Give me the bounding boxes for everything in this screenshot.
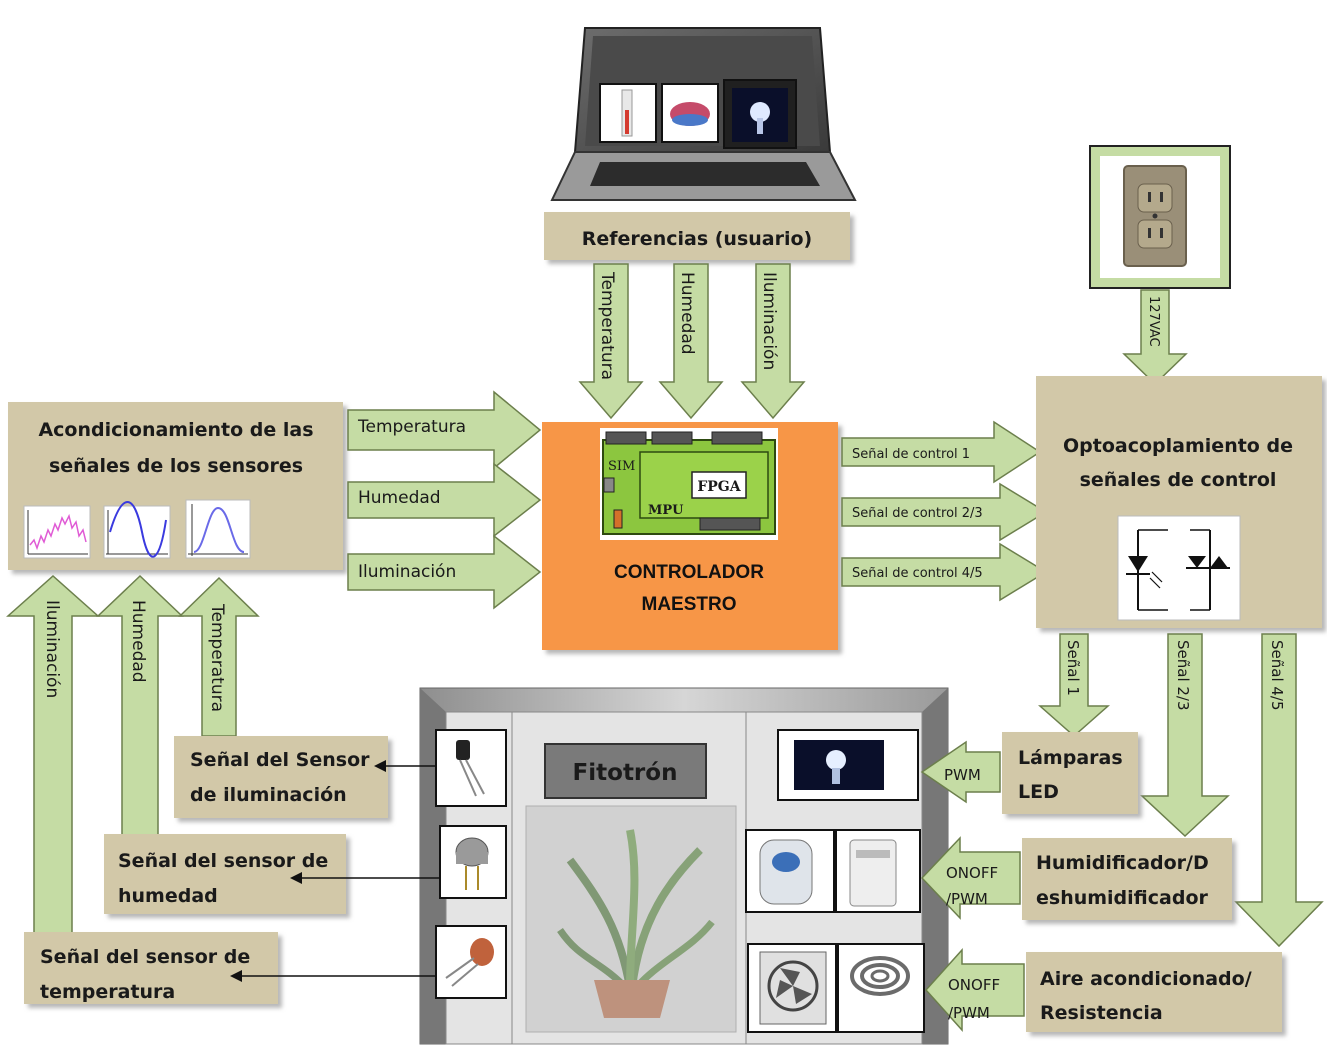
svg-text:Señal del sensor de: Señal del sensor de: [40, 946, 250, 968]
svg-text:Señal del Sensor: Señal del Sensor: [190, 749, 370, 771]
controller-title-line1: CONTROLADOR: [614, 562, 764, 583]
svg-text:Señal 4/5: Señal 4/5: [1268, 640, 1286, 711]
plant-icon: [557, 829, 715, 1018]
svg-text:/PWM: /PWM: [948, 1004, 990, 1022]
fpga-board-icon: SIM FPGA MPU: [602, 431, 776, 535]
fpga-label: FPGA: [697, 479, 741, 495]
output-arrow-4-5: Señal 4/5: [1234, 633, 1324, 948]
svg-text:Señal 1: Señal 1: [1064, 640, 1082, 696]
waveform-sine-icon: [103, 501, 171, 559]
reference-arrow-label: Iluminación: [759, 272, 779, 370]
power-outlet-box: [1089, 145, 1231, 289]
controller-title-line2: MAESTRO: [642, 594, 737, 615]
sensor-arrow-temperature: Temperatura: [347, 390, 542, 470]
svg-text:temperatura: temperatura: [40, 981, 175, 1003]
svg-text:PWM: PWM: [944, 766, 981, 784]
svg-text:Humedad: Humedad: [128, 600, 148, 683]
svg-text:Señal de control 2/3: Señal de control 2/3: [852, 506, 983, 521]
chamber-label: Fitotrón: [573, 760, 678, 786]
sensor-box-humidity: Señal del sensor de humedad: [104, 834, 346, 914]
optocoupler-box: Optoacoplamiento de señales de control: [1036, 376, 1322, 628]
optocoupler-icon: [1117, 515, 1241, 621]
control-arrow-2-3: Señal de control 2/3: [841, 482, 1048, 542]
sensor-box-temperature: Señal del sensor de temperatura: [24, 932, 278, 1004]
sim-label: SIM: [608, 459, 635, 474]
reference-arrow-label: Humedad: [677, 272, 697, 355]
svg-text:Señal del sensor de: Señal del sensor de: [118, 850, 328, 872]
dehumidifier-image: [835, 829, 921, 913]
svg-text:Temperatura: Temperatura: [357, 417, 466, 437]
svg-text:Señal 2/3: Señal 2/3: [1174, 640, 1192, 711]
conditioning-box: Acondicionamiento de las señales de los …: [8, 402, 343, 570]
svg-text:ONOFF: ONOFF: [946, 864, 998, 882]
laptop-icon: [550, 27, 857, 201]
reference-arrow-humidity: Humedad: [658, 263, 724, 420]
control-arrow-4-5: Señal de control 4/5: [841, 542, 1048, 602]
feedback-arrow-humidity: Humedad: [96, 574, 184, 839]
waveform-sine-icon: [185, 499, 251, 559]
output-arrow-1: Señal 1: [1038, 633, 1110, 738]
control-arrow-1: Señal de control 1: [841, 420, 1042, 484]
feedback-arrow-temperature: Temperatura: [178, 576, 260, 737]
svg-text:LED: LED: [1018, 781, 1059, 803]
sensor-line-humidity: [290, 872, 440, 884]
svg-text:Aire acondicionado/: Aire acondicionado/: [1040, 968, 1252, 990]
fan-image: [747, 943, 837, 1033]
svg-text:Optoacoplamiento de: Optoacoplamiento de: [1063, 435, 1293, 457]
pwm-arrow-humidifier: ONOFF /PWM: [920, 836, 1021, 920]
feedback-arrow-illumination: Iluminación: [6, 574, 100, 939]
svg-text:humedad: humedad: [118, 885, 218, 907]
actuator-box-humidifier: Humidificador/D eshumidificador: [1022, 838, 1232, 920]
svg-text:señales de los sensores: señales de los sensores: [49, 455, 303, 477]
reference-arrow-temperature: Temperatura: [578, 263, 644, 420]
actuator-box-aircon: Aire acondicionado/ Resistencia: [1026, 952, 1282, 1032]
humidity-sensor-image: [439, 825, 507, 899]
outlet-icon: [1123, 165, 1187, 267]
sensor-line-illumination: [374, 760, 436, 772]
heater-coil-image: [837, 943, 925, 1033]
svg-text:eshumidificador: eshumidificador: [1036, 887, 1208, 909]
svg-text:ONOFF: ONOFF: [948, 976, 1000, 994]
svg-text:Lámparas: Lámparas: [1018, 747, 1123, 769]
sensor-arrow-illumination: Iluminación: [347, 534, 542, 610]
svg-text:/PWM: /PWM: [946, 890, 988, 908]
svg-text:Señal de control 4/5: Señal de control 4/5: [852, 566, 983, 581]
sensor-line-temperature: [230, 970, 436, 982]
supply-arrow-127vac: 127VAC: [1122, 289, 1188, 386]
svg-text:Acondicionamiento de las: Acondicionamiento de las: [38, 419, 313, 441]
pwm-arrow-aircon: ONOFF /PWM: [924, 948, 1025, 1032]
reference-arrow-illumination: Iluminación: [740, 263, 806, 420]
svg-text:Temperatura: Temperatura: [207, 603, 227, 712]
waveform-noisy-icon: [23, 505, 91, 559]
sensor-box-illumination: Señal del Sensor de iluminación: [174, 736, 388, 818]
references-box: Referencias (usuario): [544, 212, 850, 260]
svg-text:Señal de control 1: Señal de control 1: [852, 447, 970, 462]
light-sensor-image: [435, 729, 507, 807]
svg-text:señales de control: señales de control: [1080, 469, 1277, 491]
pwm-arrow-led: PWM: [920, 740, 1001, 804]
svg-text:Humedad: Humedad: [358, 488, 441, 508]
references-label: Referencias (usuario): [582, 228, 812, 250]
sensor-arrow-humidity: Humedad: [347, 462, 542, 538]
actuator-box-led: Lámparas LED: [1002, 732, 1138, 814]
svg-text:Humidificador/D: Humidificador/D: [1036, 852, 1209, 874]
output-arrow-2-3: Señal 2/3: [1140, 633, 1230, 838]
humidifier-image: [745, 829, 835, 913]
svg-text:Resistencia: Resistencia: [1040, 1002, 1163, 1024]
fitotron-cabinet: Fitotrón: [419, 687, 949, 1045]
svg-text:Iluminación: Iluminación: [358, 562, 456, 582]
reference-arrow-label: Temperatura: [597, 271, 617, 380]
supply-label: 127VAC: [1146, 296, 1161, 347]
mpu-label: MPU: [648, 503, 684, 518]
master-controller: SIM FPGA MPU CONTROLADOR MAESTRO: [542, 422, 838, 650]
svg-text:de iluminación: de iluminación: [190, 784, 347, 806]
led-lamp-image: [777, 729, 919, 801]
temperature-sensor-image: [435, 925, 507, 999]
svg-text:Iluminación: Iluminación: [42, 600, 62, 698]
